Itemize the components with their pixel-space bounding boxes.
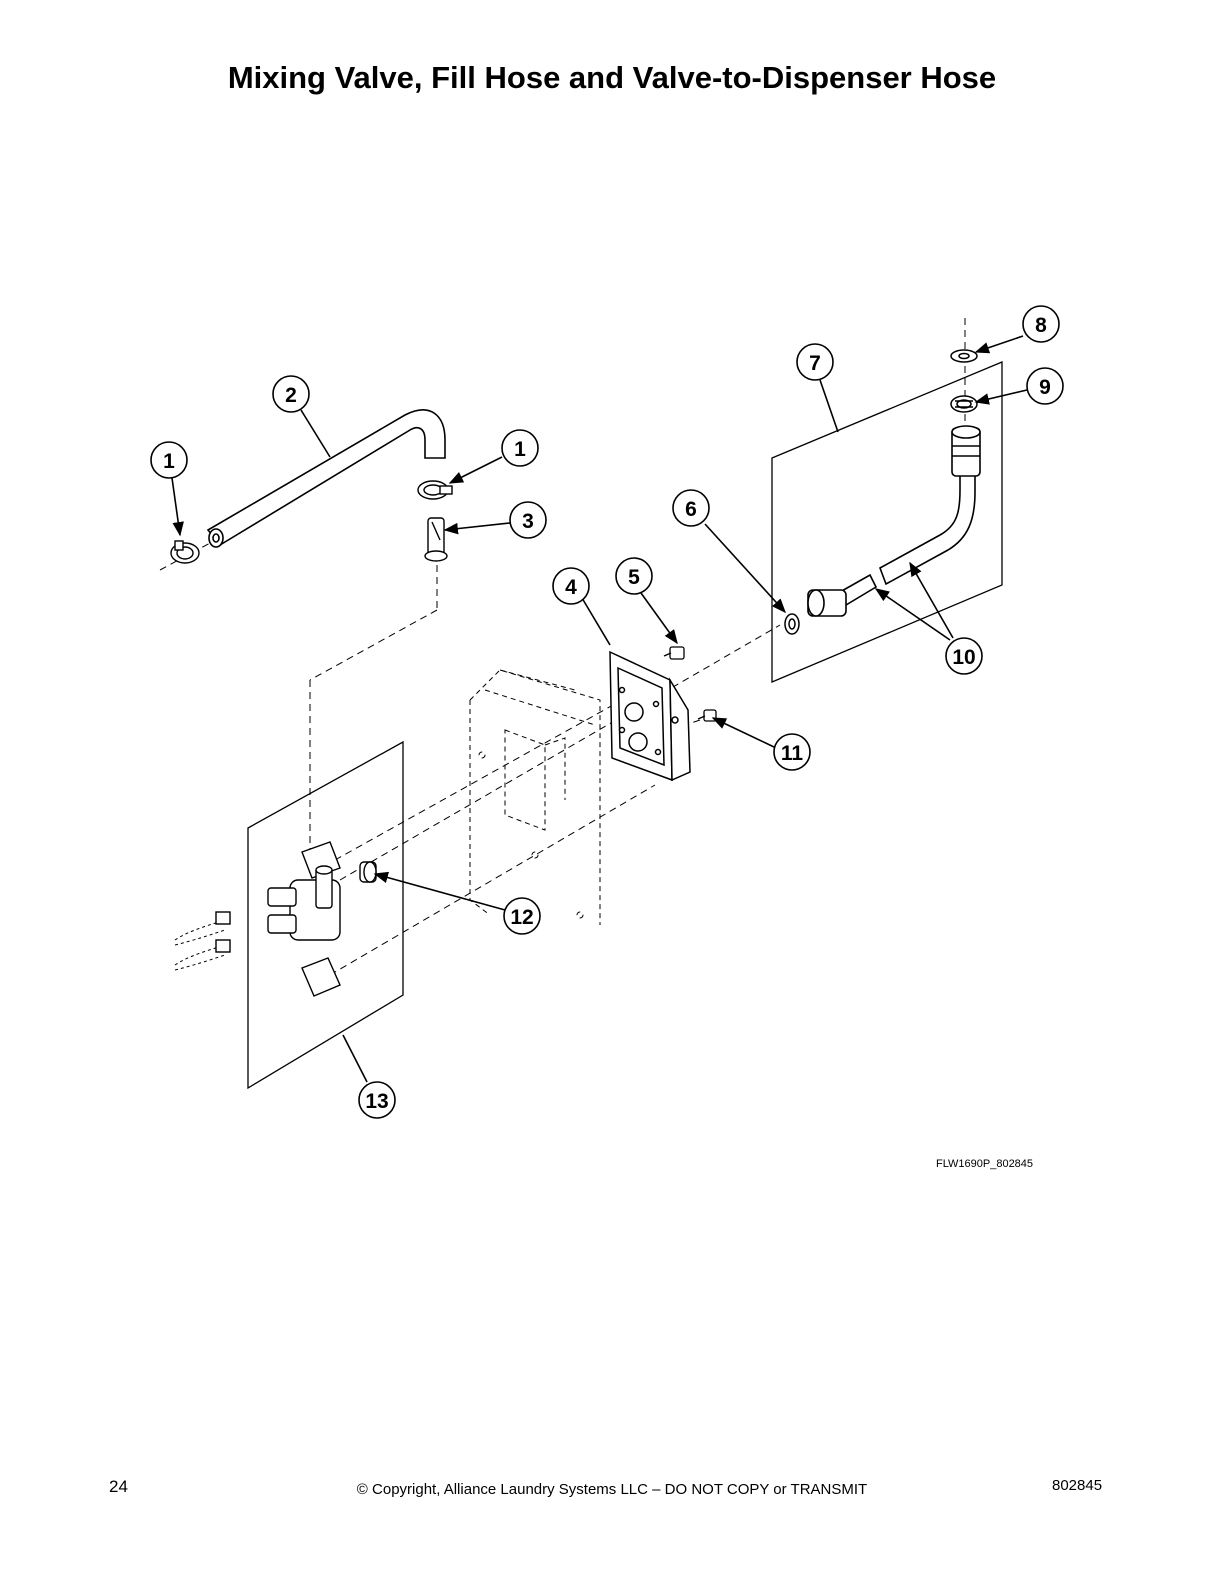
screen-9 [950, 395, 978, 413]
callout-label: 1 [514, 438, 526, 461]
strainer-12 [359, 861, 377, 883]
callout-label: 10 [952, 646, 975, 669]
fill-nozzle [424, 517, 448, 562]
callout-11: 11 [773, 733, 811, 771]
mixing-valve-panel [247, 740, 404, 1090]
cabinet-frame-outline [469, 669, 601, 925]
callout-9: 9 [1026, 367, 1064, 405]
page-number: 24 [109, 1477, 128, 1496]
hose-clamp-right [417, 480, 453, 500]
valve-to-dispenser-hose [807, 425, 981, 617]
callout-label: 13 [365, 1090, 388, 1113]
fill-hose [206, 409, 446, 548]
callout-label: 1 [163, 450, 175, 473]
callout-1-left: 1 [150, 441, 188, 479]
mixing-valve [215, 841, 341, 997]
washer-8 [950, 349, 978, 363]
callout-3: 3 [509, 501, 547, 539]
dispenser-hose-panel [771, 361, 1003, 683]
washer-6 [784, 613, 800, 635]
callout-label: 6 [685, 498, 697, 521]
callout-label: 2 [285, 384, 297, 407]
callout-5: 5 [615, 557, 653, 595]
callout-label: 7 [809, 352, 821, 375]
callout-label: 12 [510, 906, 533, 929]
screw-5 [663, 646, 685, 660]
callout-13: 13 [358, 1081, 396, 1119]
callout-label: 4 [565, 576, 577, 599]
callout-10: 10 [945, 637, 983, 675]
callout-leaders [171, 335, 1028, 1083]
callout-label: 9 [1039, 376, 1051, 399]
copyright-notice: © Copyright, Alliance Laundry Systems LL… [356, 1481, 868, 1498]
page-title: Mixing Valve, Fill Hose and Valve-to-Dis… [227, 60, 997, 95]
callout-4: 4 [552, 567, 590, 605]
callout-1-right: 1 [501, 429, 539, 467]
hose-clamp-left [170, 540, 200, 564]
callout-2: 2 [272, 375, 310, 413]
valve-bracket [609, 650, 691, 782]
callout-label: 8 [1035, 314, 1047, 337]
assembly-centerlines [159, 318, 966, 976]
callout-6: 6 [672, 489, 710, 527]
document-number: 802845 [1052, 1477, 1103, 1494]
callout-7: 7 [796, 343, 834, 381]
callout-label: 5 [628, 566, 640, 589]
screw-11 [697, 709, 717, 722]
callout-12: 12 [503, 897, 541, 935]
drawing-id: FLW1690P_802845 [936, 1158, 1034, 1170]
callout-label: 3 [522, 510, 534, 533]
callout-8: 8 [1022, 305, 1060, 343]
callout-label: 11 [781, 742, 804, 765]
